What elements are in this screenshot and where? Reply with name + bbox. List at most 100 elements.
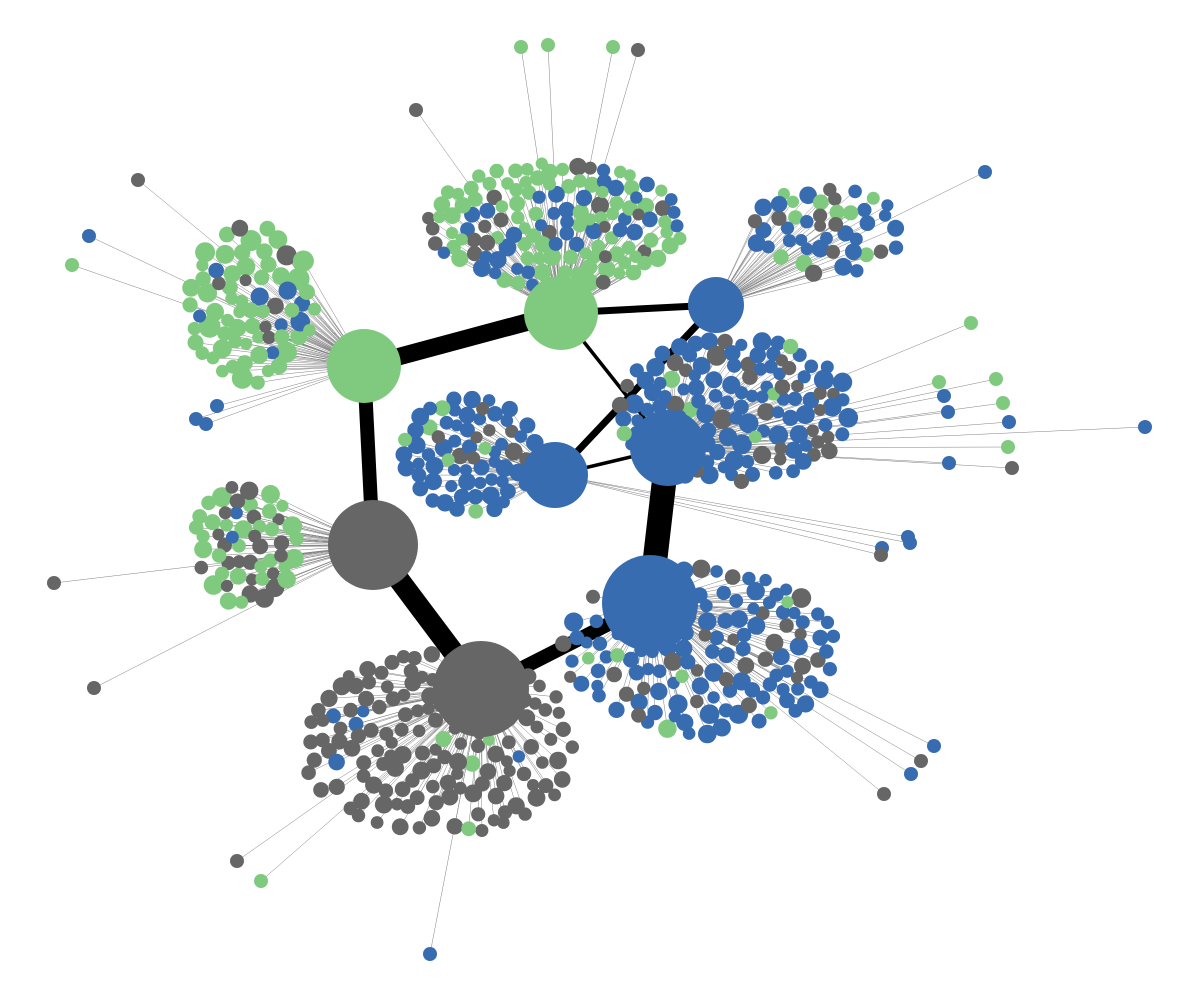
satellite-node [771,406,785,419]
outlier-node [914,754,928,768]
satellite-node [706,345,727,366]
satellite-node [538,703,553,717]
satellite-node [501,400,518,418]
satellite-node [511,262,524,275]
satellite-node [614,165,627,179]
satellite-node [629,250,642,263]
satellite-node [452,187,465,200]
satellite-node [333,721,348,736]
satellite-node [278,560,291,573]
satellite-node [220,579,234,593]
satellite-node [586,589,600,604]
satellite-node [473,259,491,278]
outlier-node [199,417,213,431]
satellite-node [878,209,892,222]
satellite-node [631,707,646,723]
satellite-node [374,665,389,680]
satellite-node [196,529,210,543]
satellite-node [489,163,504,179]
satellite-node [888,240,904,255]
satellite-node [850,264,864,278]
satellite-node [837,225,854,242]
satellite-node [569,236,585,252]
satellite-node [704,663,724,682]
satellite-node [356,769,371,783]
satellite-node [447,463,461,477]
satellite-node [581,259,598,276]
hub-node [630,410,706,486]
satellite-node [791,379,804,393]
satellite-node [691,677,710,695]
satellite-node [259,220,276,237]
satellite-node [423,646,440,663]
satellite-node [530,170,546,186]
satellite-node [220,518,233,532]
satellite-node [688,369,701,382]
satellite-node [458,473,476,491]
edge [649,602,922,762]
satellite-node [472,169,486,183]
satellite-node [233,305,246,319]
satellite-node [630,693,648,711]
satellite-node [308,302,322,316]
satellite-node [475,824,489,837]
satellite-node [599,650,613,664]
satellite-node [779,618,794,633]
satellite-node [474,776,490,792]
satellite-node [560,215,574,229]
satellite-node [774,379,791,395]
satellite-node [812,194,829,211]
satellite-node [497,816,510,829]
satellite-node [707,691,720,704]
satellite-node [595,274,611,290]
satellite-node [446,391,462,407]
satellite-node [332,677,351,696]
satellite-node [768,425,789,446]
satellite-node [473,459,490,476]
satellite-node [637,681,651,696]
outlier-node [82,229,96,243]
satellite-node [278,281,297,300]
satellite-node [828,217,844,232]
satellite-node [621,240,636,255]
satellite-node [795,405,815,425]
satellite-node [623,651,639,668]
satellite-node [643,232,659,248]
satellite-node [722,683,738,698]
satellite-node [727,358,742,373]
satellite-node [729,594,744,608]
satellite-node [193,309,207,323]
satellite-node [705,644,720,659]
outlier-node [874,548,888,562]
satellite-node [303,734,319,750]
satellite-node [331,733,348,750]
satellite-node [629,363,644,378]
satellite-node [343,739,361,757]
satellite-node [729,411,743,425]
satellite-node [813,369,834,390]
satellite-node [553,771,571,788]
satellite-node [512,750,525,763]
satellite-node [411,704,424,718]
satellite-node [407,651,422,666]
outlier-node [1001,440,1015,454]
satellite-node [422,702,435,715]
satellite-node [212,528,225,541]
satellite-node [733,473,750,489]
satellite-node [788,210,803,225]
satellite-node [221,279,238,296]
satellite-node [272,267,290,285]
satellite-node [821,442,838,460]
satellite-node [599,250,612,264]
satellite-node [192,509,208,524]
satellite-node [254,560,268,574]
satellite-node [718,646,735,664]
satellite-node [800,242,814,256]
satellite-node [441,453,455,467]
satellite-node [504,442,523,461]
satellite-node [483,424,496,437]
satellite-node [843,205,859,221]
hub-node [602,555,698,651]
satellite-node [488,455,501,468]
